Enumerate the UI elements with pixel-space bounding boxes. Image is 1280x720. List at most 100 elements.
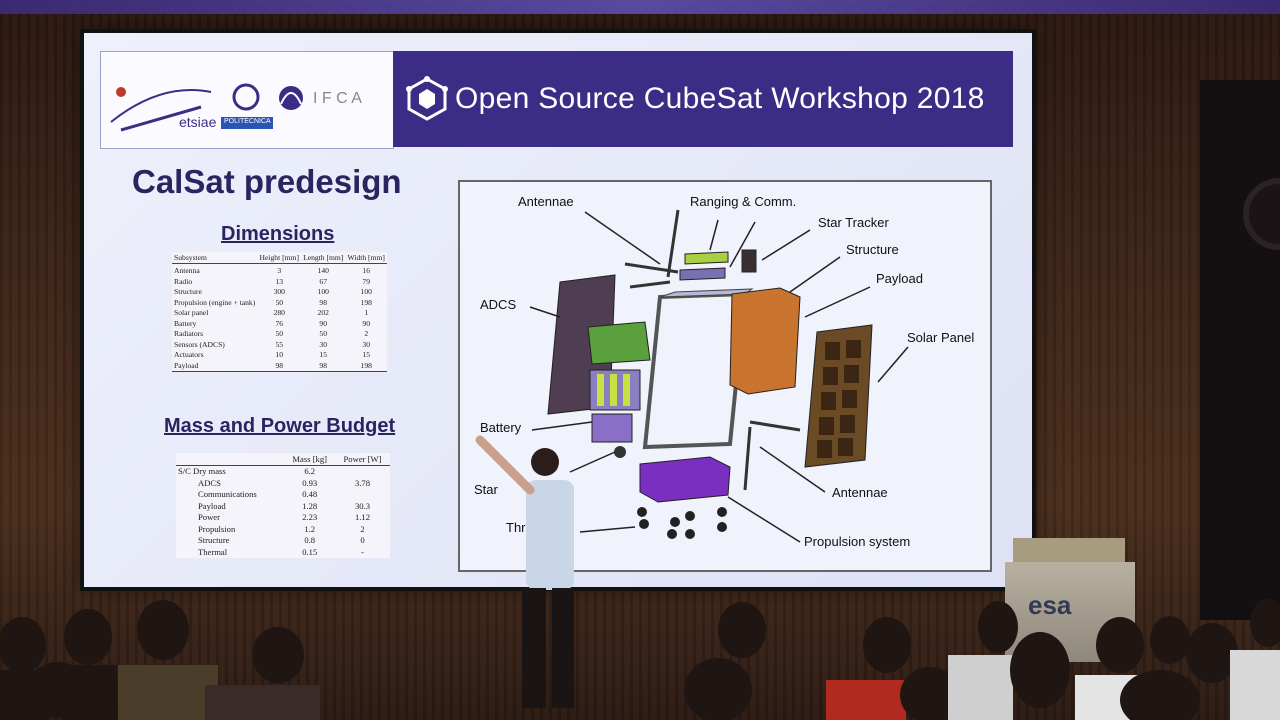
table-cell: 90 (319, 318, 328, 328)
table-cell: 198 (345, 360, 387, 372)
dim-header-length: Length [mm] (301, 252, 346, 264)
table-row: Battery 76 90 90 (172, 319, 387, 330)
label-structure: Structure (846, 242, 899, 257)
podium-top (1013, 538, 1125, 566)
table-cell: 67 (319, 276, 328, 286)
table-row: Propulsion (engine + tank) 50 98 198 (172, 298, 387, 309)
ranging-module (684, 251, 729, 265)
table-cell: 30.3 (354, 500, 371, 511)
table-cell: 90 (362, 318, 370, 328)
table-cell: 15 (362, 350, 370, 359)
star-tracker (741, 249, 757, 273)
label-star-tracker: Star Tracker (818, 215, 889, 230)
table-cell: 50 (275, 297, 284, 307)
dimensions-heading: Dimensions (221, 223, 335, 245)
table-cell: Communications (198, 489, 257, 499)
mass-header-mass: Mass [kg] (284, 453, 336, 466)
label-propulsion-system: Propulsion system (804, 534, 911, 549)
ceiling-light (0, 0, 1280, 14)
table-cell: 30 (362, 339, 370, 349)
satellite-parts-drawing (529, 209, 909, 543)
table-cell: Battery (174, 318, 197, 328)
table-cell: 300 (273, 287, 285, 296)
table-cell: 0.93 (302, 477, 318, 488)
mass-power-table: Mass [kg] Power [W] S/C Dry mass 6.2 ADCS… (176, 453, 390, 558)
table-cell: Propulsion (engine + tank) (174, 297, 256, 307)
label-antennae-bottom: Antennae (832, 485, 888, 500)
table-row: Radiators 50 50 2 (172, 329, 387, 340)
table-cell: ADCS (198, 477, 221, 488)
projection-screen: etsiae POLITÉCNICA I F C A Open Source C… (84, 33, 1032, 587)
table-cell: 0 (360, 535, 365, 545)
exploded-satellite-diagram: Antennae Ranging & Comm. Star Tracker St… (458, 180, 992, 572)
label-solar-panel: Solar Panel (907, 330, 975, 345)
propulsion-block (639, 456, 731, 503)
table-cell: 2 (364, 329, 369, 338)
mass-header-blank (176, 453, 285, 466)
label-payload: Payload (876, 271, 923, 286)
table-cell: - (361, 546, 364, 557)
table-row: Thermal 0.15 - (176, 547, 390, 559)
table-row: Communications 0.48 (176, 489, 390, 501)
slide-title: CalSat predesign (132, 163, 402, 200)
table-cell: Antenna (174, 266, 200, 275)
label-ranging-comm: Ranging & Comm. (690, 194, 797, 209)
table-cell: 98 (301, 360, 346, 372)
table-cell: 0.48 (302, 489, 318, 499)
table-cell: 0.15 (302, 546, 318, 557)
table-cell: 15 (319, 350, 328, 359)
table-cell: 13 (275, 276, 284, 286)
table-cell: Thermal (198, 546, 228, 557)
table-cell: Structure (174, 287, 202, 296)
table-cell: Power (198, 512, 220, 522)
payload-block (729, 287, 801, 395)
table-cell: 280 (273, 308, 285, 317)
table-cell: 98 (257, 360, 302, 372)
label-battery: Battery (480, 420, 522, 435)
table-cell: Radiators (174, 329, 204, 338)
workshop-title: Open Source CubeSat Workshop 2018 (455, 82, 985, 115)
table-cell: 1.12 (354, 512, 371, 522)
table-cell: 0.8 (304, 535, 316, 545)
table-cell: 198 (360, 297, 372, 307)
table-cell: Solar panel (174, 308, 209, 317)
mass-power-heading: Mass and Power Budget (164, 415, 396, 437)
table-cell: 98 (319, 297, 328, 307)
cubesat-logo-icon (406, 76, 448, 121)
dimensions-table: Subsystem Height [mm] Length [mm] Width … (172, 252, 387, 372)
banner-logos: etsiae POLITÉCNICA I F C A (100, 51, 394, 149)
table-row: S/C Dry mass 6.2 (176, 466, 390, 478)
table-cell: Payload (172, 360, 258, 372)
table-cell: S/C Dry mass (178, 466, 226, 476)
table-cell: 6.2 (304, 466, 316, 476)
audience (0, 599, 1280, 720)
table-cell: 2 (360, 523, 365, 534)
table-cell: 3 (277, 266, 282, 275)
table-cell: 50 (275, 329, 284, 338)
table-cell: 16 (362, 266, 370, 275)
table-cell: 1 (364, 308, 369, 317)
mass-header-power: Power [W] (335, 453, 390, 466)
etsiae-logo-text: etsiae (179, 114, 217, 130)
upm-logo-text: POLITÉCNICA (224, 118, 271, 125)
table-cell: Structure (198, 535, 230, 545)
label-adcs: ADCS (480, 297, 517, 312)
table-cell: 10 (275, 350, 284, 359)
institution-logos (110, 83, 303, 132)
table-cell: Sensors (ADCS) (174, 339, 225, 349)
table-cell: 3.78 (354, 477, 371, 488)
table-cell: 50 (319, 329, 328, 338)
table-cell: 76 (275, 318, 284, 328)
workshop-banner: Open Source CubeSat Workshop 2018 (393, 51, 1013, 147)
table-cell: 30 (319, 339, 328, 349)
table-row: ADCS 0.93 3.78 (176, 478, 390, 490)
